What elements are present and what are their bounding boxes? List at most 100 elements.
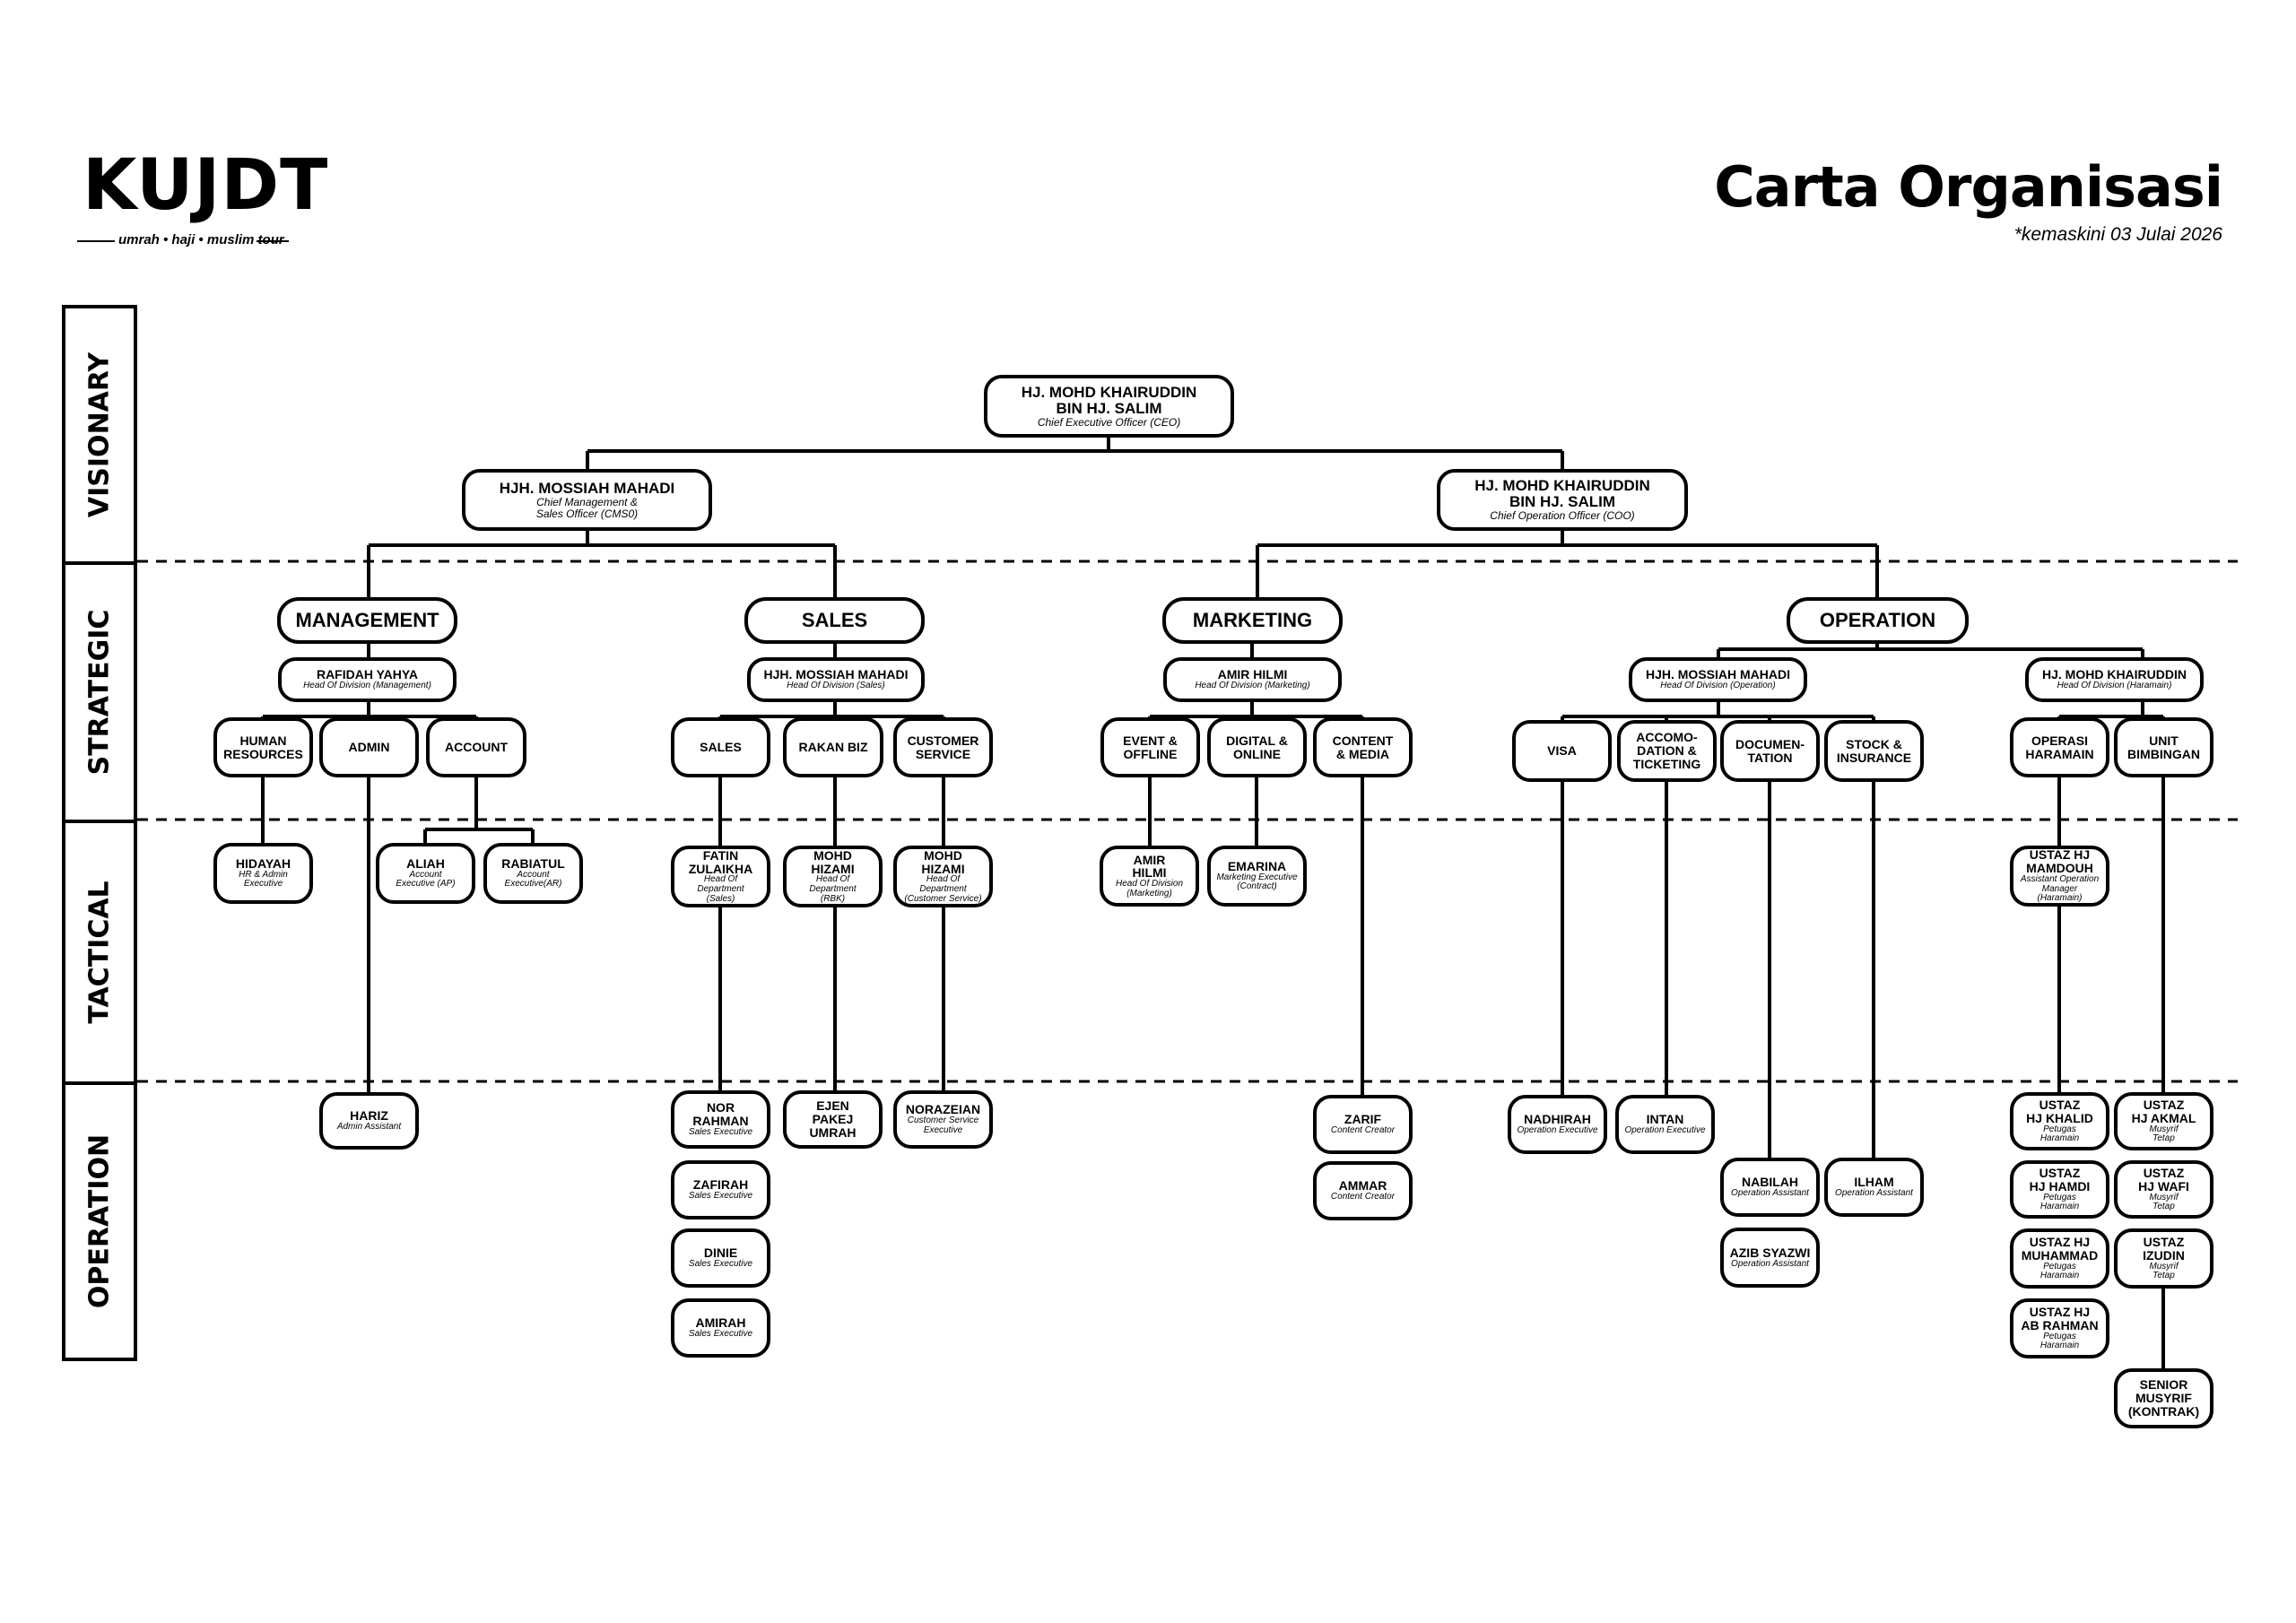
staff-fatin-zulaikha: FATIN ZULAIKHA Head Of Department (Sales… bbox=[671, 846, 770, 907]
division-sales: SALES bbox=[744, 597, 925, 644]
node-role: Content Creator bbox=[1330, 1192, 1396, 1202]
hod-sales: HJH. MOSSIAH MAHADI Head Of Division (Sa… bbox=[747, 657, 925, 702]
node-name: ACCOMO- DATION & TICKETING bbox=[1632, 730, 1701, 771]
node-name: AMIRAH bbox=[695, 1315, 746, 1331]
node-name: USTAZ HJ HAMDI bbox=[2029, 1166, 2091, 1193]
hod-marketing: AMIR HILMI Head Of Division (Marketing) bbox=[1163, 657, 1342, 702]
node-name: AMIR HILMI bbox=[1217, 667, 1288, 682]
unit-event-offline: EVENT & OFFLINE bbox=[1100, 717, 1200, 777]
staff-ustaz-hj-hamdi: USTAZ HJ HAMDI Petugas Haramain bbox=[2010, 1160, 2109, 1219]
level-label-operation: OPERATION bbox=[83, 1133, 116, 1309]
node-role: Chief Executive Officer (CEO) bbox=[1037, 415, 1181, 429]
node-role: Petugas Haramain bbox=[2039, 1261, 2080, 1281]
node-role: Head Of Department (Sales) bbox=[697, 874, 744, 904]
node-role: Sales Executive bbox=[688, 1329, 753, 1340]
staff-nabilah: NABILAH Operation Assistant bbox=[1720, 1158, 1820, 1217]
node-name: USTAZ HJ AB RAHMAN bbox=[2021, 1305, 2099, 1332]
staff-ustaz-hj-khalid: USTAZ HJ KHALID Petugas Haramain bbox=[2010, 1092, 2109, 1150]
node-role: Petugas Haramain bbox=[2039, 1192, 2080, 1212]
staff-aliah: ALIAH Account Executive (AP) bbox=[376, 843, 475, 904]
node-role: Customer Service Executive bbox=[907, 1115, 979, 1135]
level-band-operation: OPERATION bbox=[62, 1081, 137, 1361]
staff-ejen-pakej-umrah: EJEN PAKEJ UMRAH bbox=[783, 1090, 883, 1149]
ceo-box: HJ. MOHD KHAIRUDDIN BIN HJ. SALIM Chief … bbox=[984, 375, 1234, 438]
staff-ustaz-hj-ab-rahman: USTAZ HJ AB RAHMAN Petugas Haramain bbox=[2010, 1298, 2109, 1358]
hod-haramain: HJ. MOHD KHAIRUDDIN Head Of Division (Ha… bbox=[2025, 657, 2204, 702]
staff-hidayah: HIDAYAH HR & Admin Executive bbox=[213, 843, 313, 904]
node-name: HARIZ bbox=[350, 1108, 388, 1124]
node-name: HJH. MOSSIAH MAHADI bbox=[763, 667, 909, 682]
node-name: USTAZ HJ MUHAMMAD bbox=[2021, 1235, 2099, 1263]
staff-dinie: DINIE Sales Executive bbox=[671, 1228, 770, 1288]
staff-senior-musyrif: SENIOR MUSYRIF (KONTRAK) bbox=[2114, 1368, 2213, 1428]
node-name: NADHIRAH bbox=[1524, 1112, 1591, 1127]
node-role: Chief Operation Officer (COO) bbox=[1490, 509, 1635, 523]
staff-emarina: EMARINA Marketing Executive (Contract) bbox=[1207, 846, 1307, 907]
node-role: Content Creator bbox=[1330, 1125, 1396, 1136]
staff-ilham: ILHAM Operation Assistant bbox=[1824, 1158, 1924, 1217]
staff-rabiatul: RABIATUL Account Executive(AR) bbox=[483, 843, 583, 904]
unit-account: ACCOUNT bbox=[426, 717, 526, 777]
staff-ustaz-hj-wafi: USTAZ HJ WAFI Musyrif Tetap bbox=[2114, 1160, 2213, 1219]
hod-operation: HJH. MOSSIAH MAHADI Head Of Division (Op… bbox=[1629, 657, 1807, 702]
node-role: Head Of Division (Sales) bbox=[787, 681, 885, 691]
staff-hariz: HARIZ Admin Assistant bbox=[319, 1092, 419, 1150]
node-role: Sales Executive bbox=[688, 1127, 753, 1138]
node-name: ADMIN bbox=[348, 740, 390, 755]
cmso-box: HJH. MOSSIAH MAHADI Chief Management & S… bbox=[462, 469, 712, 531]
staff-intan: INTAN Operation Executive bbox=[1615, 1095, 1715, 1154]
node-role: Head Of Division (Haramain) bbox=[2057, 681, 2172, 691]
node-role: Operation Executive bbox=[1517, 1125, 1598, 1136]
node-name: SALES bbox=[801, 609, 868, 632]
coo-box: HJ. MOHD KHAIRUDDIN BIN HJ. SALIM Chief … bbox=[1437, 469, 1688, 531]
staff-norazeian: NORAZEIAN Customer Service Executive bbox=[893, 1090, 993, 1149]
hierarchy-lines bbox=[261, 436, 2165, 1368]
logo-underline-right bbox=[257, 240, 289, 242]
staff-mohd-hizami-rbk: MOHD HIZAMI Head Of Department (RBK) bbox=[783, 846, 883, 907]
page-title: Carta Organisasi bbox=[1714, 154, 2223, 220]
unit-customer-service: CUSTOMER SERVICE bbox=[893, 717, 993, 777]
node-role: Assistant Operation Manager (Haramain) bbox=[2020, 873, 2100, 904]
node-name: HIDAYAH bbox=[235, 855, 291, 871]
level-label-tactical: TACTICAL bbox=[83, 881, 116, 1024]
node-role: Account Executive (AP) bbox=[396, 869, 456, 890]
node-name: NABILAH bbox=[1742, 1175, 1798, 1190]
node-name: SENIOR MUSYRIF (KONTRAK) bbox=[2127, 1377, 2200, 1419]
staff-mohd-hizami-cs: MOHD HIZAMI Head Of Department (Customer… bbox=[893, 846, 993, 907]
unit-visa: VISA bbox=[1512, 720, 1612, 782]
node-role: Head Of Department (Customer Service) bbox=[904, 874, 982, 904]
node-name: HJ. MOHD KHAIRUDDIN BIN HJ. SALIM bbox=[1021, 383, 1197, 417]
node-name: SALES bbox=[700, 740, 742, 755]
node-name: DOCUMEN- TATION bbox=[1735, 736, 1805, 765]
node-name: AMMAR bbox=[1338, 1178, 1387, 1193]
node-role: Head Of Division (Marketing) bbox=[1115, 879, 1184, 898]
node-role: Operation Assistant bbox=[1835, 1188, 1913, 1199]
division-management: MANAGEMENT bbox=[277, 597, 457, 644]
staff-amirah: AMIRAH Sales Executive bbox=[671, 1298, 770, 1358]
unit-content-media: CONTENT & MEDIA bbox=[1313, 717, 1413, 777]
node-name: HJ. MOHD KHAIRUDDIN BIN HJ. SALIM bbox=[1474, 477, 1650, 511]
node-role: Head Of Department (RBK) bbox=[809, 874, 857, 904]
node-name: USTAZ HJ KHALID bbox=[2026, 1098, 2093, 1125]
node-role: Operation Executive bbox=[1624, 1125, 1706, 1136]
node-name: USTAZ HJ MAMDOUH bbox=[2026, 847, 2093, 876]
staff-ammar: AMMAR Content Creator bbox=[1313, 1161, 1413, 1220]
node-name: MANAGEMENT bbox=[295, 609, 439, 632]
node-name: NOR RAHMAN bbox=[692, 1100, 749, 1129]
node-name: RABIATUL bbox=[501, 855, 565, 871]
node-role: Head Of Division (Marketing) bbox=[1195, 681, 1310, 691]
staff-ustaz-izudin: USTAZ IZUDIN Musyrif Tetap bbox=[2114, 1228, 2213, 1289]
node-name: USTAZ HJ AKMAL bbox=[2131, 1098, 2196, 1125]
node-role: Sales Executive bbox=[688, 1259, 753, 1270]
node-name: RAFIDAH YAHYA bbox=[316, 667, 419, 682]
node-name: OPERASI HARAMAIN bbox=[2025, 733, 2094, 761]
node-role: Musyrif Tetap bbox=[2149, 1192, 2179, 1212]
node-name: EJEN PAKEJ UMRAH bbox=[809, 1098, 857, 1140]
unit-human-resources: HUMAN RESOURCES bbox=[213, 717, 313, 777]
node-name: HJH. MOSSIAH MAHADI bbox=[1645, 667, 1790, 682]
level-band-tactical: TACTICAL bbox=[62, 820, 137, 1085]
node-name: ILHAM bbox=[1854, 1175, 1894, 1190]
level-band-visionary: VISIONARY bbox=[62, 305, 137, 565]
node-role: Account Executive(AR) bbox=[504, 869, 562, 890]
